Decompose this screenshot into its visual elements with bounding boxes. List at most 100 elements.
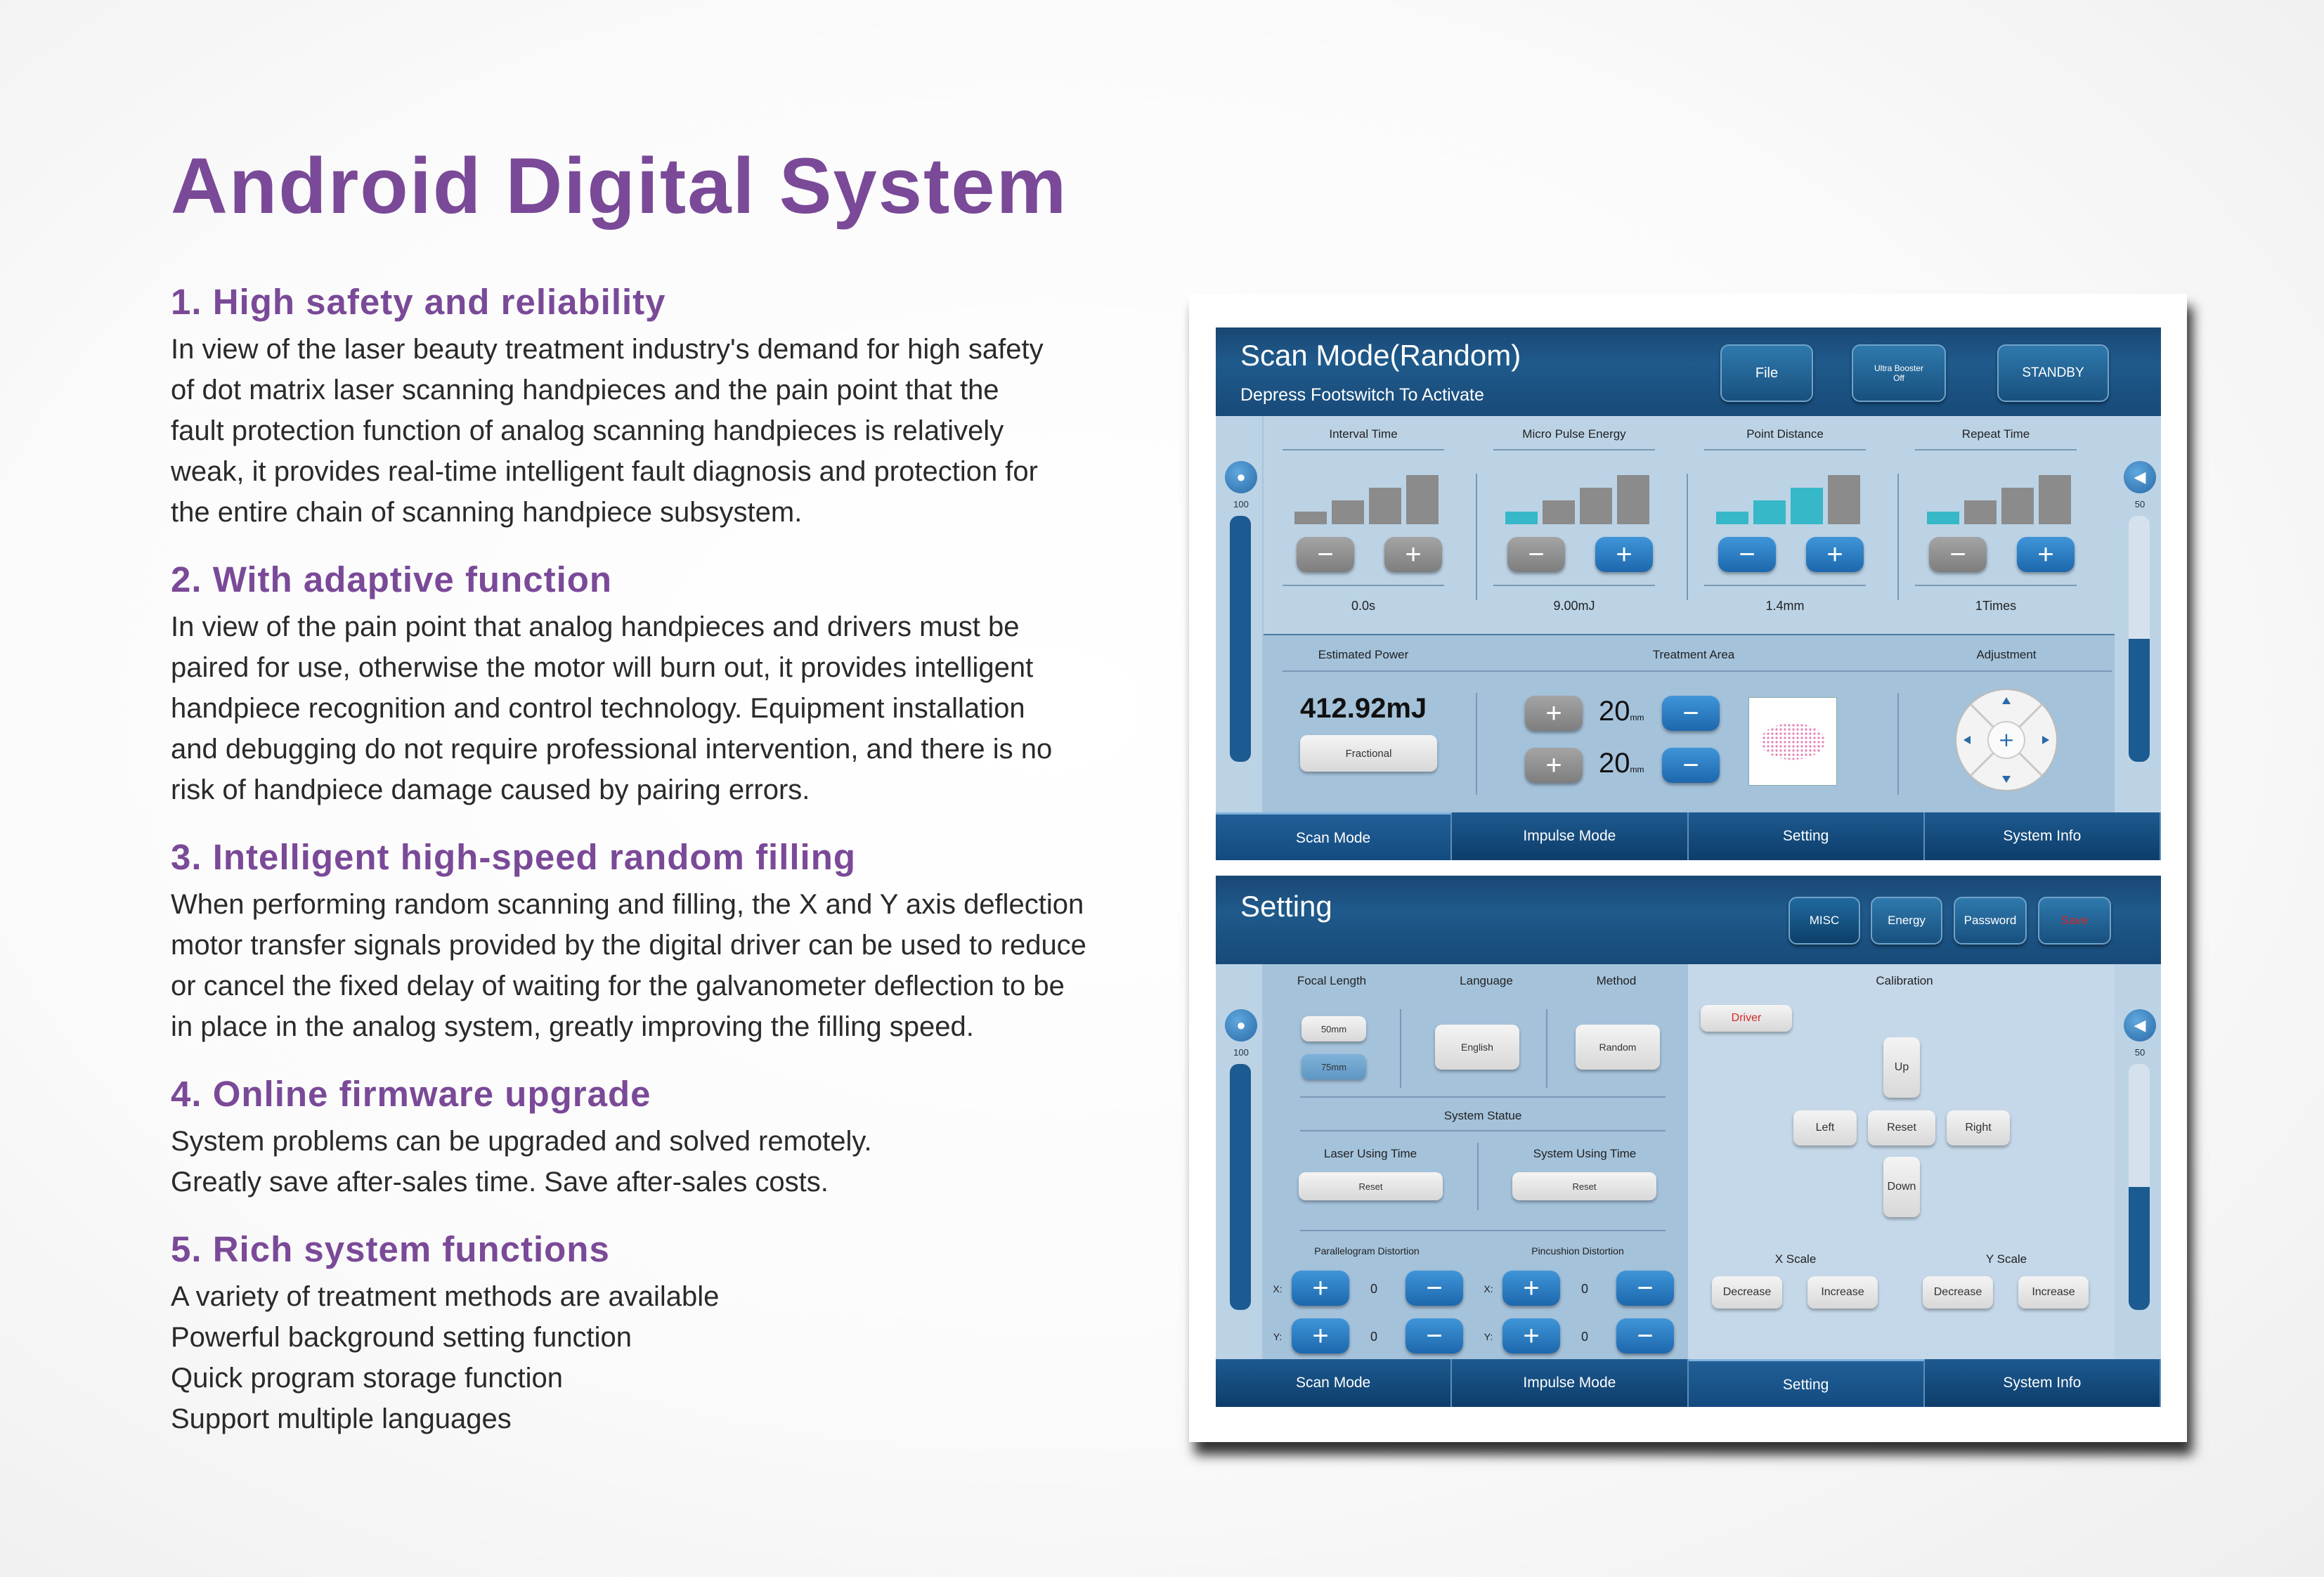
ultra-booster-state: Off xyxy=(1893,373,1904,383)
laser-using-time-label: Laser Using Time xyxy=(1323,1147,1417,1160)
tab-setting[interactable]: Setting xyxy=(1688,812,1925,860)
system-statue-label: System Statue xyxy=(1443,1109,1522,1122)
method-select[interactable]: Random xyxy=(1576,1025,1660,1070)
left-slider-track[interactable] xyxy=(1230,516,1251,762)
right-slider-fill xyxy=(2129,639,2150,762)
area-height-value: 20mm xyxy=(1599,748,1644,779)
right-side-slider[interactable]: ◀ 50 xyxy=(2115,964,2161,1359)
page-title: Android Digital System xyxy=(171,142,1068,230)
area-width-decrease-button[interactable]: − xyxy=(1662,696,1720,731)
focal-50mm-option[interactable]: 50mm xyxy=(1301,1016,1366,1041)
parallelogram-y-increase-button[interactable]: + xyxy=(1292,1318,1349,1354)
repeat-time-decrease-button[interactable]: − xyxy=(1929,537,1987,572)
divider xyxy=(1477,1143,1479,1210)
x-scale-increase-button[interactable]: Increase xyxy=(1807,1276,1878,1309)
section-1-heading: 1. High safety and reliability xyxy=(171,282,666,322)
left-slider-value: 100 xyxy=(1233,499,1249,510)
file-button[interactable]: File xyxy=(1720,344,1813,402)
focal-length-label: Focal Length xyxy=(1297,974,1367,987)
calibration-reset-button[interactable]: Reset xyxy=(1868,1110,1935,1146)
left-slider-fill xyxy=(1230,1064,1251,1310)
area-height-increase-button[interactable]: + xyxy=(1525,748,1583,783)
right-slider-track[interactable] xyxy=(2129,1064,2150,1310)
micro-pulse-energy-increase-button[interactable]: + xyxy=(1595,537,1653,572)
divider xyxy=(1476,693,1477,795)
right-slider-value: 50 xyxy=(2134,1047,2146,1058)
language-select[interactable]: English xyxy=(1435,1025,1519,1070)
right-slider-value: 50 xyxy=(2134,499,2146,510)
right-slider-track[interactable] xyxy=(2129,516,2150,762)
point-distance-decrease-button[interactable]: − xyxy=(1718,537,1776,572)
pincushion-y-increase-button[interactable]: + xyxy=(1502,1318,1560,1354)
ultra-booster-label: Ultra Booster xyxy=(1874,363,1924,373)
y-scale-decrease-button[interactable]: Decrease xyxy=(1923,1276,1993,1309)
tab-impulse-mode[interactable]: Impulse Mode xyxy=(1452,1359,1689,1407)
level-bar xyxy=(1753,500,1786,524)
divider xyxy=(1300,1130,1666,1131)
setting-screen: Setting MISC Energy Password Save ● 100 … xyxy=(1216,876,2161,1407)
left-slider-track[interactable] xyxy=(1230,1064,1251,1310)
tab-scan-mode[interactable]: Scan Mode xyxy=(1216,812,1453,860)
parallelogram-x-decrease-button[interactable]: − xyxy=(1406,1271,1463,1306)
laser-time-reset-button[interactable]: Reset xyxy=(1299,1172,1443,1200)
save-button[interactable]: Save xyxy=(2038,897,2111,945)
energy-button[interactable]: Energy xyxy=(1871,897,1942,945)
pincushion-y-value: 0 xyxy=(1580,1330,1588,1344)
area-width-increase-button[interactable]: + xyxy=(1525,696,1583,731)
parallelogram-x-increase-button[interactable]: + xyxy=(1292,1271,1349,1306)
right-side-slider[interactable]: ◀ 50 xyxy=(2115,416,2161,812)
treatment-area-label: Treatment Area xyxy=(1652,648,1735,661)
ultra-booster-button[interactable]: Ultra Booster Off xyxy=(1852,344,1946,402)
fractional-button[interactable]: Fractional xyxy=(1300,735,1437,772)
driver-button[interactable]: Driver xyxy=(1701,1005,1792,1032)
area-height-decrease-button[interactable]: − xyxy=(1662,748,1720,783)
standby-button[interactable]: STANDBY xyxy=(1997,344,2109,402)
area-height-number: 20 xyxy=(1599,748,1630,779)
point-distance-value: 1.4mm xyxy=(1765,599,1805,613)
left-side-slider[interactable]: ● 100 xyxy=(1216,416,1262,812)
level-bar xyxy=(1617,475,1649,524)
tab-system-info[interactable]: System Info xyxy=(1924,1359,2161,1407)
password-button[interactable]: Password xyxy=(1954,897,2027,945)
tab-impulse-mode[interactable]: Impulse Mode xyxy=(1452,812,1689,860)
setting-title: Setting xyxy=(1240,890,1332,923)
left-side-slider[interactable]: ● 100 xyxy=(1216,964,1262,1359)
tab-setting[interactable]: Setting xyxy=(1688,1359,1925,1407)
level-bar xyxy=(2001,488,2034,524)
text-line: Support multiple languages xyxy=(171,1403,512,1434)
micro-pulse-energy-decrease-button[interactable]: − xyxy=(1507,537,1565,572)
interval-time-decrease-button[interactable]: − xyxy=(1297,537,1354,572)
y-scale-label: Y Scale xyxy=(1985,1252,2027,1266)
pincushion-x-increase-button[interactable]: + xyxy=(1502,1271,1560,1306)
misc-button[interactable]: MISC xyxy=(1789,897,1860,945)
adjustment-dpad[interactable]: + xyxy=(1954,687,2059,793)
y-scale-increase-button[interactable]: Increase xyxy=(2018,1276,2089,1309)
interval-time-level-bars xyxy=(1294,474,1439,524)
area-width-value: 20mm xyxy=(1599,696,1644,727)
tab-scan-mode[interactable]: Scan Mode xyxy=(1216,1359,1453,1407)
system-time-reset-button[interactable]: Reset xyxy=(1512,1172,1656,1200)
calibration-left-button[interactable]: Left xyxy=(1793,1110,1857,1146)
interval-time-increase-button[interactable]: + xyxy=(1384,537,1442,572)
focal-75mm-option[interactable]: 75mm xyxy=(1301,1054,1366,1079)
parallelogram-y-decrease-button[interactable]: − xyxy=(1406,1318,1463,1354)
tab-system-info[interactable]: System Info xyxy=(1924,812,2161,860)
pincushion-x-decrease-button[interactable]: − xyxy=(1616,1271,1674,1306)
setting-header: Setting MISC Energy Password Save xyxy=(1216,876,2161,964)
x-scale-decrease-button[interactable]: Decrease xyxy=(1712,1276,1782,1309)
text-line: Greatly save after-sales time. Save afte… xyxy=(171,1167,829,1198)
repeat-time-label: Repeat Time xyxy=(1961,427,2030,441)
repeat-time-increase-button[interactable]: + xyxy=(2017,537,2075,572)
text-line: risk of handpiece damage caused by pairi… xyxy=(171,774,810,805)
calibration-up-button[interactable]: Up xyxy=(1883,1037,1920,1098)
level-bar xyxy=(1828,475,1860,524)
text-line: fault protection function of analog scan… xyxy=(171,415,1004,446)
pincushion-distortion-label: Pincushion Distortion xyxy=(1531,1245,1624,1257)
pincushion-y-decrease-button[interactable]: − xyxy=(1616,1318,1674,1354)
calibration-right-button[interactable]: Right xyxy=(1947,1110,2010,1146)
point-distance-increase-button[interactable]: + xyxy=(1806,537,1864,572)
point-distance-level-bars xyxy=(1716,474,1860,524)
calibration-down-button[interactable]: Down xyxy=(1883,1157,1920,1217)
text-line: of dot matrix laser scanning handpieces … xyxy=(171,375,999,405)
divider xyxy=(1283,585,1444,586)
